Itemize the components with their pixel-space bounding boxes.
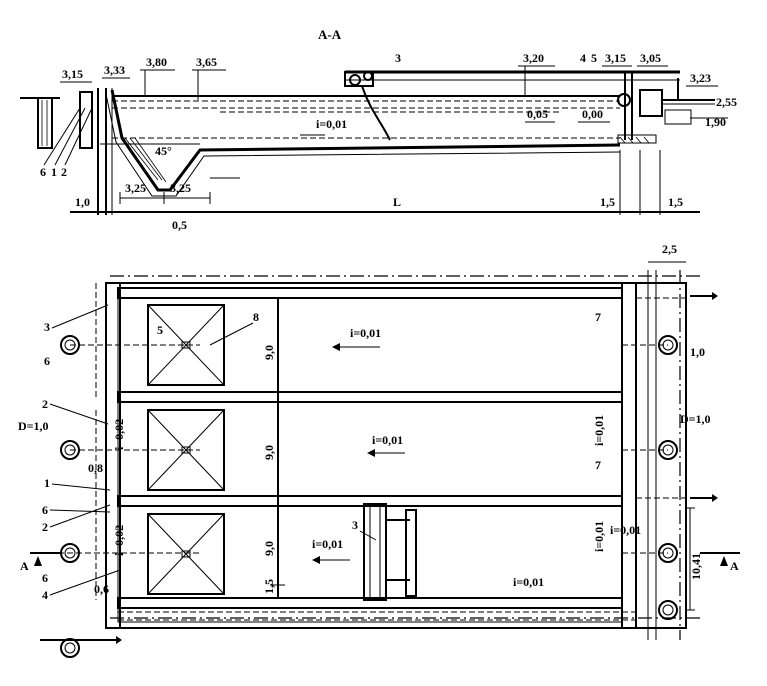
- slope-001-vert-2: i=0,01: [592, 521, 606, 552]
- outlet-structure: [617, 78, 715, 125]
- slope-tank-3: i=0,01: [312, 537, 343, 551]
- inlet-channel: [40, 282, 122, 644]
- section-mark-right: A: [730, 559, 739, 573]
- section-view: A-A: [20, 27, 737, 232]
- elevation-365: 3,65: [196, 55, 217, 69]
- diameter-right: D=1,0: [680, 412, 711, 426]
- diameter-left: D=1,0: [18, 419, 49, 433]
- callout-1: 1: [44, 476, 50, 490]
- section-marker-4: 4: [580, 51, 586, 65]
- base-dimension-line: [70, 150, 700, 215]
- elevation-315-left: 3,15: [62, 67, 83, 81]
- slope-right-channel: i=0,01: [610, 523, 641, 537]
- dim-08: 0,8: [88, 461, 103, 475]
- callout-2-a: 2: [42, 397, 48, 411]
- dim-325-left: 3,25: [125, 181, 146, 195]
- elevation-255: 2,55: [716, 95, 737, 109]
- elevation-005: 0,05: [527, 107, 548, 121]
- slope-002-b: i=0,02: [112, 525, 126, 556]
- slope-bottom-channel: i=0,01: [513, 575, 544, 589]
- tank-width-3: 9,0: [262, 541, 276, 556]
- sludge-hoppers: [147, 304, 225, 595]
- dim-25: 2,5: [662, 242, 677, 256]
- plan-dimensions: [270, 507, 695, 611]
- section-marker-2: 2: [61, 165, 67, 179]
- elevation-380: 3,80: [146, 55, 167, 69]
- callout-6-b: 6: [42, 503, 48, 517]
- callout-8: 8: [253, 310, 259, 324]
- slope-001-vert-1: i=0,01: [592, 415, 606, 446]
- callout-6-a: 6: [44, 354, 50, 368]
- length-label: L: [393, 195, 401, 209]
- dim-15-plan: 1,5: [262, 579, 276, 594]
- section-slope-label: i=0,01: [316, 117, 347, 131]
- dim-06: 0,6: [94, 582, 109, 596]
- scraper-bridge: [344, 70, 680, 144]
- dim-325-right: 3,25: [170, 181, 191, 195]
- slope-angle: 45°: [155, 144, 172, 158]
- plan-view: 9,0 9,0 9,0 1,5 i=0,02 i=0,02 i=0,01 i=0…: [18, 242, 740, 658]
- callout-3-a: 3: [44, 320, 50, 334]
- dim-1041: 10,41: [689, 553, 703, 580]
- callout-7-a: 7: [595, 310, 601, 324]
- slope-tank-1: i=0,01: [350, 326, 381, 340]
- left-wall: [20, 88, 113, 215]
- callout-7-b: 7: [595, 458, 601, 472]
- elevation-333: 3,33: [104, 63, 125, 77]
- flow-arrows: [30, 343, 740, 564]
- elevation-323: 3,23: [690, 71, 711, 85]
- outlet-channel: [621, 261, 718, 640]
- callout-4: 4: [42, 588, 48, 602]
- elevation-190: 1,90: [705, 115, 726, 129]
- elevation-315-right: 3,15: [605, 51, 626, 65]
- scraper-trolley: [363, 503, 417, 601]
- tank-width-1: 9,0: [262, 345, 276, 360]
- dim-15-b: 1,5: [668, 195, 683, 209]
- callout-5: 5: [157, 323, 163, 337]
- dim-10-plan: 1,0: [690, 345, 705, 359]
- callout-6-c: 6: [42, 571, 48, 585]
- section-mark-left: A: [20, 559, 29, 573]
- elevation-320: 3,20: [523, 51, 544, 65]
- callout-2-b: 2: [42, 520, 48, 534]
- dim-05: 0,5: [172, 218, 187, 232]
- elevation-000: 0,00: [582, 107, 603, 121]
- slope-tank-2: i=0,01: [372, 433, 403, 447]
- callout-3-b: 3: [352, 518, 358, 532]
- tank-width-2: 9,0: [262, 445, 276, 460]
- slope-002-a: i=0,02: [112, 419, 126, 450]
- section-marker-1: 1: [51, 165, 57, 179]
- dim-15-a: 1,5: [600, 195, 615, 209]
- section-marker-5: 5: [591, 51, 597, 65]
- dim-10: 1,0: [75, 195, 90, 209]
- elevation-305: 3,05: [640, 51, 661, 65]
- section-marker-3: 3: [395, 51, 401, 65]
- section-marker-6: 6: [40, 165, 46, 179]
- section-title: A-A: [318, 27, 342, 42]
